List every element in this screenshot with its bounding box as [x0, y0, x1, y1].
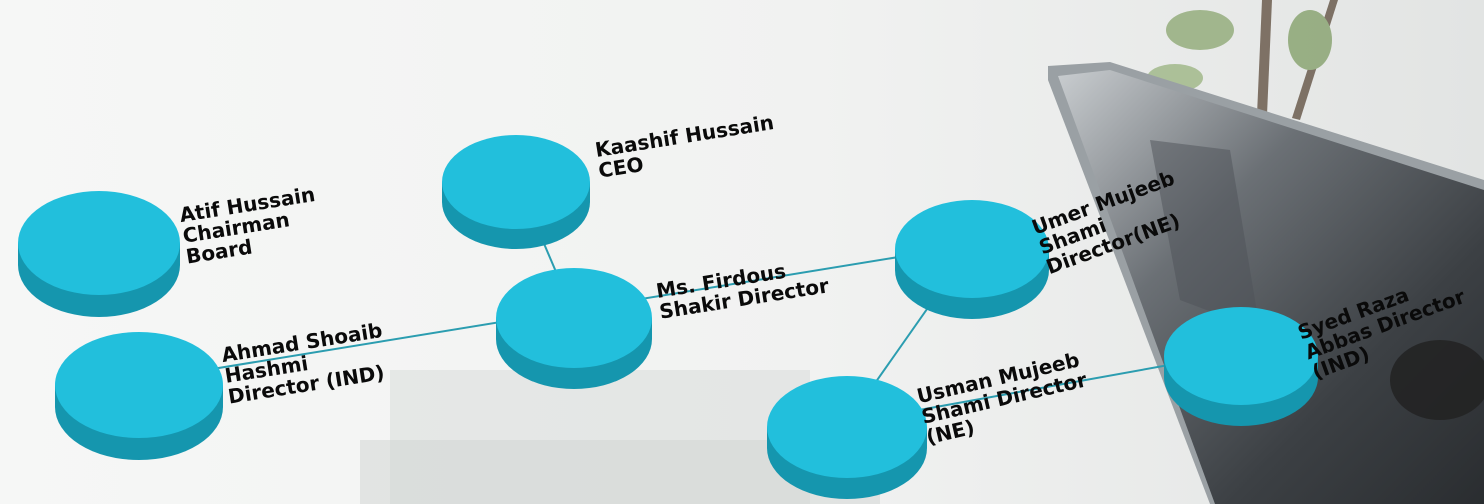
node-disc-ahmad	[55, 332, 223, 460]
node-disc-atif	[18, 191, 180, 317]
discs	[18, 135, 1318, 499]
laptop-decoration	[1048, 62, 1484, 504]
node-disc-kaashif	[442, 135, 590, 249]
node-disc-umer	[895, 200, 1049, 319]
node-disc-syed	[1164, 307, 1318, 426]
node-disc-usman	[767, 376, 927, 499]
node-disc-firdous	[496, 268, 652, 389]
